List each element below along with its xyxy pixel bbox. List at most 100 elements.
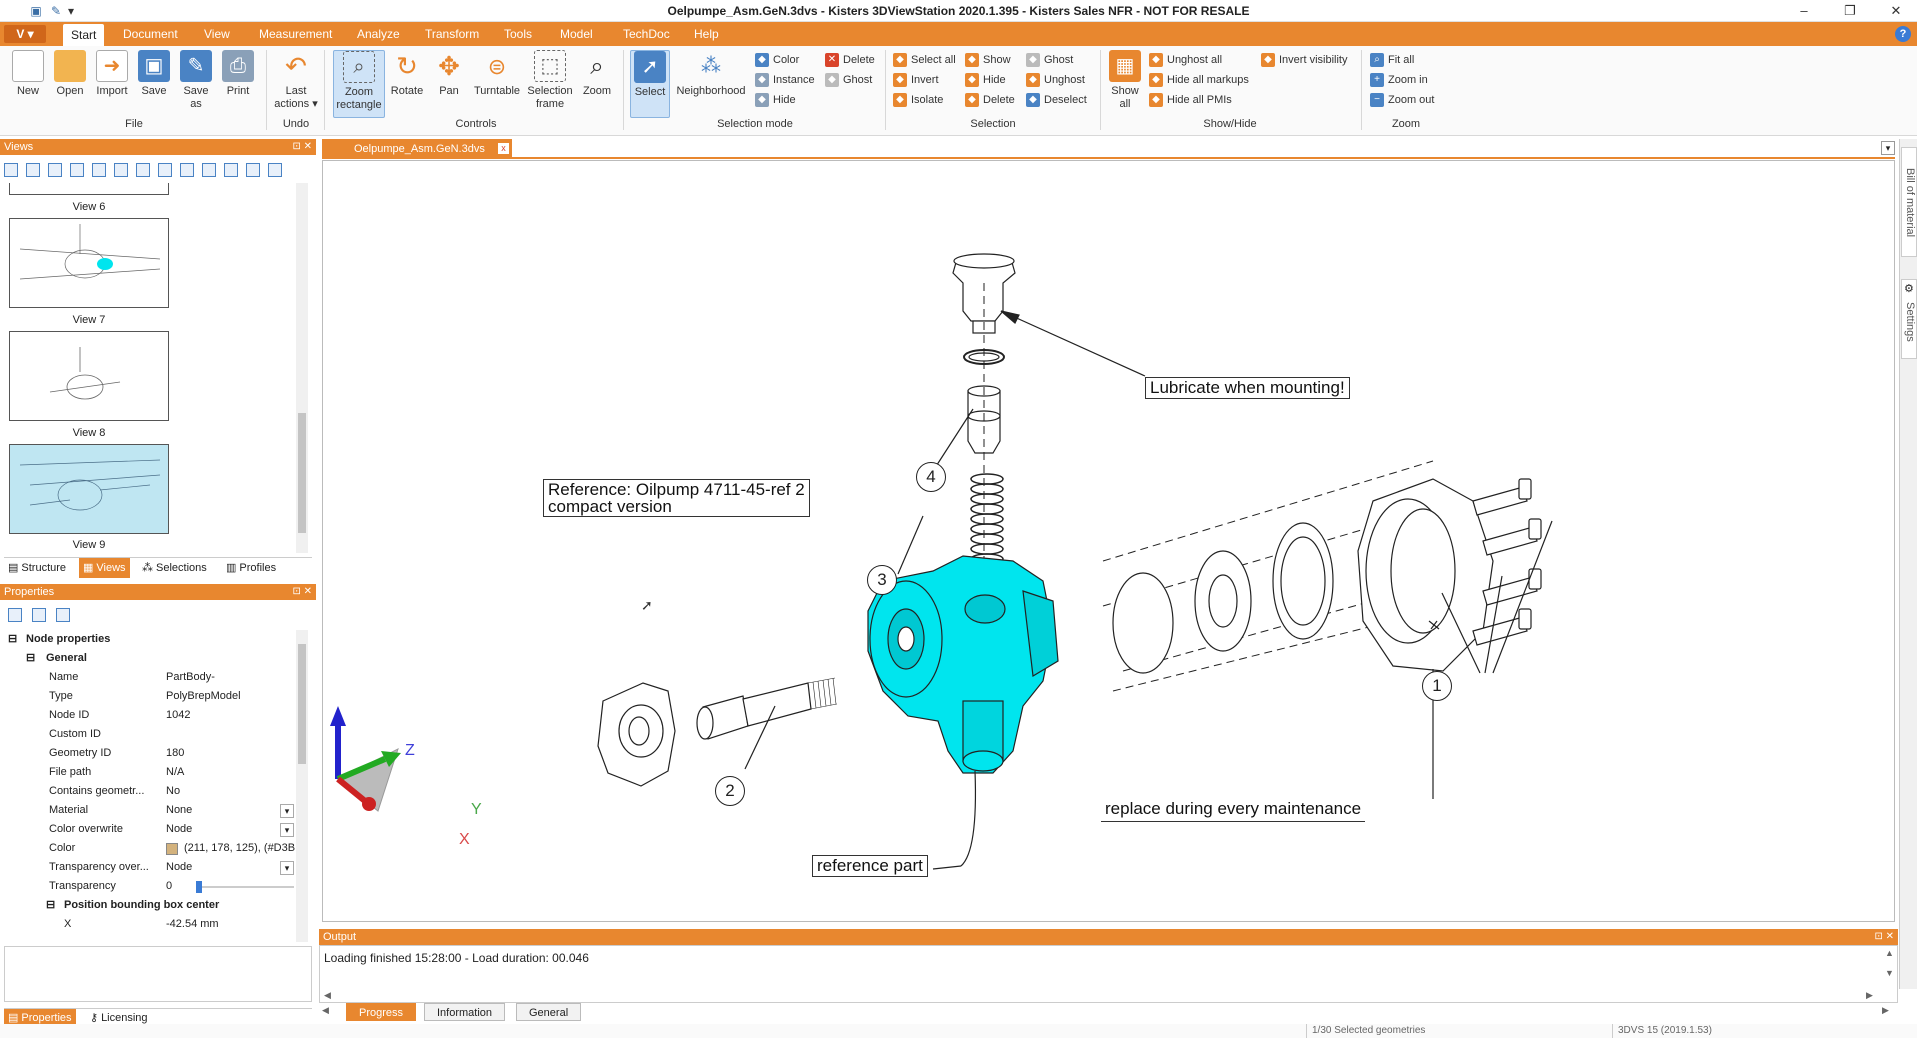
show-all-button[interactable]: ▦Show all (1105, 50, 1145, 111)
scroll-down-icon[interactable]: ▼ (1885, 968, 1894, 978)
select-all-button[interactable]: ◆Select all (893, 50, 956, 70)
assembly-drawing[interactable] (323, 161, 1894, 921)
hide-all-pmis-button[interactable]: ◆Hide all PMIs (1149, 90, 1249, 110)
balloon-3[interactable]: 3 (867, 565, 897, 595)
new-button[interactable]: New (8, 50, 48, 98)
filter-icon[interactable] (56, 608, 70, 622)
view-home-icon[interactable] (4, 163, 18, 177)
tab-profiles[interactable]: ▥Profiles (222, 558, 280, 578)
view-settings-icon[interactable] (268, 163, 282, 177)
transparency-overwrite-row[interactable]: Transparency over...Node▾ (4, 858, 296, 877)
delete-mode-button[interactable]: ✕Delete (825, 50, 875, 70)
view-delete-icon[interactable] (70, 163, 84, 177)
ghost-button[interactable]: ◆Ghost (1026, 50, 1087, 70)
view-save-icon[interactable] (246, 163, 260, 177)
tab-properties[interactable]: ▤Properties (4, 1009, 76, 1027)
tab-views[interactable]: ▦Views (79, 558, 130, 578)
hide-button[interactable]: ◆Hide (965, 70, 1015, 90)
tab-measurement[interactable]: Measurement (259, 27, 333, 41)
zoom-rectangle-button[interactable]: ⌕Zoom rectangle (333, 50, 385, 118)
sort-icon[interactable] (32, 608, 46, 622)
delete-button[interactable]: ◆Delete (965, 90, 1015, 110)
edit-quick-icon[interactable]: ✎ (50, 4, 62, 18)
collapse-icon[interactable]: ⊟ (46, 899, 56, 911)
document-tab[interactable]: Oelpumpe_Asm.GeN.3dvs x (322, 139, 512, 159)
show-button[interactable]: ◆Show (965, 50, 1015, 70)
properties-scrollbar-thumb[interactable] (298, 644, 306, 764)
chevron-down-icon[interactable]: ▾ (280, 823, 294, 837)
save-button[interactable]: ▣Save (134, 50, 174, 98)
pump-body-selected[interactable] (867, 555, 1059, 774)
property-row[interactable]: Custom ID (49, 728, 101, 740)
view-stop-icon[interactable] (114, 163, 128, 177)
callout-lubricate[interactable]: Lubricate when mounting! (1145, 377, 1350, 399)
maximize-button[interactable]: ❐ (1844, 3, 1856, 18)
callout-reference-part[interactable]: reference part (812, 855, 928, 877)
views-scrollbar[interactable] (296, 183, 308, 553)
tab-transform[interactable]: Transform (425, 27, 480, 41)
tab-progress[interactable]: Progress (346, 1003, 417, 1021)
last-actions-button[interactable]: ↶Last actions ▾ (274, 50, 318, 111)
unghost-button[interactable]: ◆Unghost (1026, 70, 1087, 90)
zoom-out-button[interactable]: −Zoom out (1370, 90, 1434, 110)
print-button[interactable]: ⎙Print (218, 50, 258, 98)
node-properties-section[interactable]: ⊟Node properties (4, 630, 296, 649)
turntable-button[interactable]: ⊜Turntable (471, 50, 523, 98)
properties-pin-close-icon[interactable]: ⊡ ✕ (292, 586, 312, 597)
rotate-button[interactable]: ↻Rotate (390, 50, 424, 98)
scroll-right-icon[interactable]: ▶ (1866, 990, 1873, 1000)
select-button[interactable]: ➚Select (630, 50, 670, 118)
general-group[interactable]: ⊟General (4, 649, 296, 668)
shaft[interactable] (742, 682, 812, 727)
tab-licensing[interactable]: ⚷Licensing (86, 1009, 152, 1027)
view-animate-icon[interactable] (158, 163, 172, 177)
invert-button[interactable]: ◆Invert (893, 70, 956, 90)
3d-viewport[interactable]: Z Y X Lubricate when mounting! Reference… (322, 160, 1895, 922)
tabs-scroll-right-icon[interactable]: ▶ (1882, 1005, 1889, 1015)
transparency-slider-thumb[interactable] (196, 881, 202, 893)
neighborhood-button[interactable]: ⁂Neighborhood (672, 50, 750, 98)
view-import-icon[interactable] (224, 163, 238, 177)
quick-access-dropdown-icon[interactable]: ▾ (67, 4, 75, 18)
save-as-button[interactable]: ✎Save as (176, 50, 216, 111)
view-previous-icon[interactable] (92, 163, 106, 177)
bounding-box-group[interactable]: ⊟Position bounding box center (4, 896, 296, 915)
label-replace[interactable]: replace during every maintenance (1101, 799, 1366, 822)
pan-button[interactable]: ✥Pan (429, 50, 469, 98)
scroll-up-icon[interactable]: ▲ (1885, 948, 1894, 958)
balloon-1[interactable]: 1 (1422, 671, 1452, 701)
view-next-icon[interactable] (136, 163, 150, 177)
import-button[interactable]: ➜Import (92, 50, 132, 98)
tab-bill-of-material[interactable]: Bill of material (1901, 147, 1917, 257)
ghost-mode-button[interactable]: ◆Ghost (825, 70, 875, 90)
tab-analyze[interactable]: Analyze (357, 27, 400, 41)
view-thumbnail-8[interactable] (9, 331, 169, 421)
color-button[interactable]: ◆Color (755, 50, 815, 70)
views-scrollbar-thumb[interactable] (298, 413, 306, 533)
bolts[interactable] (1472, 478, 1542, 646)
invert-visibility-button[interactable]: ◆Invert visibility (1261, 50, 1347, 70)
tab-techdoc[interactable]: TechDoc (623, 27, 670, 41)
tab-list-dropdown[interactable]: ▾ (1881, 141, 1895, 155)
balloon-4[interactable]: 4 (916, 462, 946, 492)
property-row[interactable]: Contains geometr...No (49, 785, 181, 797)
tab-structure[interactable]: ▤Structure (4, 558, 70, 578)
minimize-button[interactable]: – (1800, 3, 1808, 18)
fit-all-button[interactable]: ⌕Fit all (1370, 50, 1434, 70)
property-row[interactable]: X-42.54 mm (64, 918, 219, 930)
selection-frame-button[interactable]: ⬚Selection frame (525, 50, 575, 111)
close-tab-icon[interactable]: x (498, 143, 509, 154)
output-pin-close-icon[interactable]: ⊡ ✕ (1874, 931, 1894, 942)
tab-selections[interactable]: ⁂Selections (138, 558, 211, 578)
tab-general[interactable]: General (516, 1003, 582, 1021)
deselect-button[interactable]: ◆Deselect (1026, 90, 1087, 110)
chevron-down-icon[interactable]: ▾ (280, 861, 294, 875)
zoom-in-button[interactable]: +Zoom in (1370, 70, 1434, 90)
view-add-icon[interactable] (26, 163, 40, 177)
